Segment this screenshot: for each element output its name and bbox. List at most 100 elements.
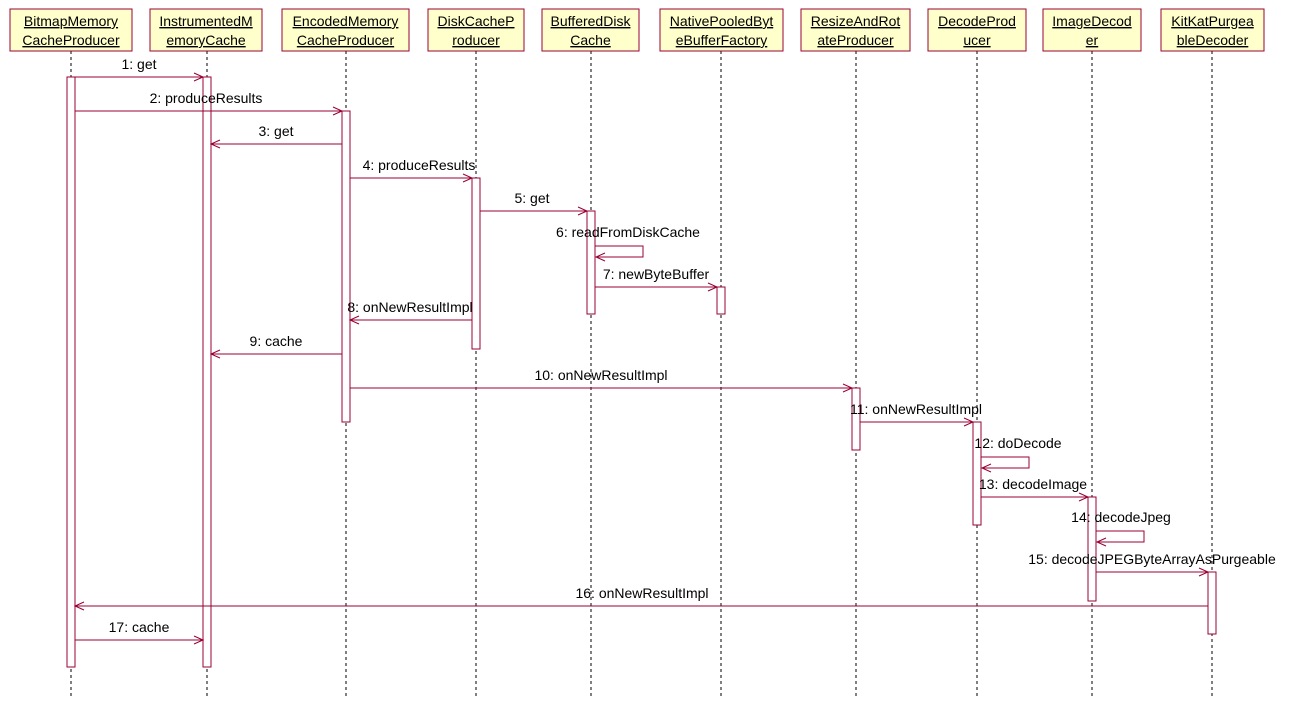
messages: 1: get 2: produceResults 3: get 4: produceR…	[73, 56, 1276, 645]
arrow-head	[980, 463, 992, 473]
participant-box	[149, 8, 263, 52]
arrow-head	[73, 601, 85, 611]
participant-p6[interactable]: NativePooledByt eBufferFactory	[659, 8, 784, 52]
activation-bar-p7	[851, 387, 861, 451]
message-label: 3: get	[258, 123, 293, 139]
participant-p10[interactable]: KitKatPurgea bleDecoder	[1160, 8, 1265, 52]
message-label: 9: cache	[250, 333, 303, 349]
message-6[interactable]: 6: readFromDiskCache	[556, 224, 700, 262]
message-label: 16: onNewResultImpl	[575, 585, 708, 601]
arrow-head	[1095, 537, 1107, 547]
participant-box	[1160, 8, 1265, 52]
participant-box	[427, 8, 525, 52]
message-label: 8: onNewResultImpl	[347, 299, 472, 315]
participant-p2[interactable]: InstrumentedM emoryCache	[149, 8, 263, 52]
participant-name-line: er	[1086, 32, 1099, 48]
arrow-head	[348, 315, 360, 325]
message-11[interactable]: 11: onNewResultImpl	[850, 401, 982, 427]
participant-p4[interactable]: DiskCacheP roducer	[427, 8, 525, 52]
message-12[interactable]: 12: doDecode	[974, 435, 1062, 473]
activation-bar-p9	[1087, 496, 1097, 602]
arrow-head	[707, 282, 719, 292]
message-9[interactable]: 9: cache	[209, 333, 342, 359]
participant-name-line: CacheProducer	[297, 32, 395, 48]
participant-box	[9, 8, 133, 52]
arrow-head	[577, 206, 589, 216]
message-3[interactable]: 3: get	[209, 123, 342, 149]
arrow-head	[209, 139, 221, 149]
participant-box	[281, 8, 410, 52]
participant-p8[interactable]: DecodeProd ucer	[927, 8, 1027, 52]
self-call-line	[1096, 530, 1145, 543]
message-14[interactable]: 14: decodeJpeg	[1071, 509, 1171, 547]
arrow-head	[462, 173, 474, 183]
arrow-head	[842, 383, 854, 393]
participant-box	[659, 8, 784, 52]
message-label: 10: onNewResultImpl	[534, 367, 667, 383]
activation-bar-p2	[202, 76, 212, 668]
participant-box	[927, 8, 1027, 52]
participant-name-line: InstrumentedM	[159, 13, 252, 29]
message-2[interactable]: 2: produceResults	[75, 90, 344, 116]
message-16[interactable]: 16: onNewResultImpl	[73, 585, 1208, 611]
message-13[interactable]: 13: decodeImage	[979, 476, 1090, 502]
self-call-line	[981, 456, 1030, 469]
activation-bar-p1	[66, 76, 76, 668]
participant-name-line: emoryCache	[166, 32, 246, 48]
self-call-line	[595, 245, 644, 258]
participant-name-line: eBufferFactory	[676, 32, 768, 48]
participant-name-line: KitKatPurgea	[1171, 13, 1254, 29]
message-8[interactable]: 8: onNewResultImpl	[347, 299, 473, 325]
activation-bar-p10	[1207, 571, 1217, 635]
participant-box	[800, 8, 911, 52]
message-4[interactable]: 4: produceResults	[350, 157, 476, 183]
activation-bar-p4	[471, 177, 481, 350]
participant-name-line: roducer	[452, 32, 500, 48]
message-5[interactable]: 5: get	[480, 190, 589, 216]
arrow-head	[594, 252, 606, 262]
message-15[interactable]: 15: decodeJPEGByteArrayAsPurgeable	[1028, 551, 1276, 577]
message-label: 1: get	[121, 56, 156, 72]
arrow-head	[1078, 492, 1090, 502]
message-label: 6: readFromDiskCache	[556, 224, 700, 240]
participant-name-line: bleDecoder	[1177, 32, 1249, 48]
message-label: 4: produceResults	[363, 157, 476, 173]
participant-p9[interactable]: ImageDecod er	[1042, 8, 1142, 52]
message-label: 5: get	[514, 190, 549, 206]
message-17[interactable]: 17: cache	[75, 619, 205, 645]
participant-name-line: DecodeProd	[938, 13, 1016, 29]
message-label: 13: decodeImage	[979, 476, 1087, 492]
participant-name-line: Cache	[570, 32, 611, 48]
participant-name-line: BitmapMemory	[24, 13, 118, 29]
participant-box	[1042, 8, 1142, 52]
message-7[interactable]: 7: newByteBuffer	[595, 266, 719, 292]
message-label: 14: decodeJpeg	[1071, 509, 1171, 525]
message-label: 2: produceResults	[150, 90, 263, 106]
participant-name-line: CacheProducer	[22, 32, 120, 48]
activation-bar-p3	[341, 110, 351, 423]
arrow-head	[963, 417, 975, 427]
message-1[interactable]: 1: get	[75, 56, 205, 82]
arrow-head	[1198, 567, 1210, 577]
message-10[interactable]: 10: onNewResultImpl	[350, 367, 854, 393]
message-label: 11: onNewResultImpl	[850, 401, 982, 417]
participant-name-line: DiskCacheP	[437, 13, 514, 29]
participant-name-line: ucer	[963, 32, 991, 48]
participant-box	[541, 8, 640, 52]
arrow-head	[193, 72, 205, 82]
activation-bars	[66, 76, 1217, 668]
participant-name-line: NativePooledByt	[670, 13, 774, 29]
message-label: 17: cache	[109, 619, 170, 635]
participant-name-line: ResizeAndRot	[811, 13, 901, 29]
activation-bar-p5	[586, 210, 596, 315]
participant-name-line: BufferedDisk	[551, 13, 632, 29]
message-label: 7: newByteBuffer	[603, 266, 710, 282]
arrow-head	[193, 635, 205, 645]
participant-name-line: ImageDecod	[1052, 13, 1131, 29]
